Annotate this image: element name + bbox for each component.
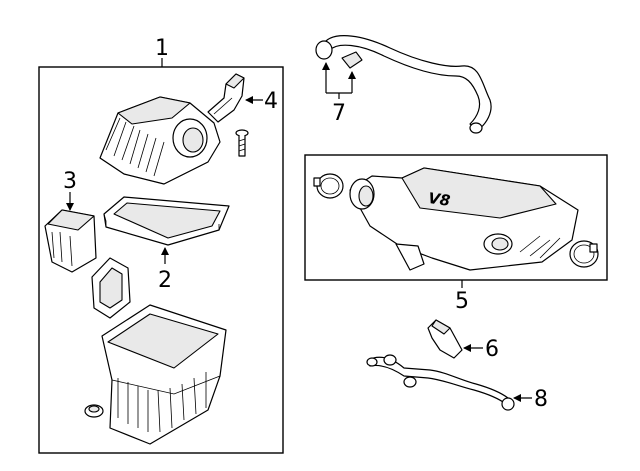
bolt [235,129,249,157]
callout-8: 8 [534,387,548,412]
air-filter-part [103,196,230,246]
callout-4: 4 [264,89,278,114]
intake-duct-part: V8 [349,167,579,271]
callout-6: 6 [485,337,499,362]
air-cleaner-lower-housing [84,304,227,445]
air-cleaner-upper-housing [99,96,221,185]
callout-5: 5 [455,289,469,314]
assembly-5-frame [304,154,608,281]
duct-seal-part [44,209,97,273]
callout-2: 2 [158,268,172,293]
bracket-part [427,319,463,359]
callout-3: 3 [63,169,77,194]
assembly-1-frame [38,66,284,454]
callout-7: 7 [332,101,346,126]
sensor-bracket-part [207,73,245,123]
vent-tube-part [366,354,515,411]
vent-hose-part [315,35,492,134]
hose-clamp-right [569,240,599,268]
inlet-seal-ring [91,257,131,319]
hose-clamp-left [313,173,344,199]
v8-emblem: V8 [427,189,451,210]
callout-1: 1 [155,36,169,61]
